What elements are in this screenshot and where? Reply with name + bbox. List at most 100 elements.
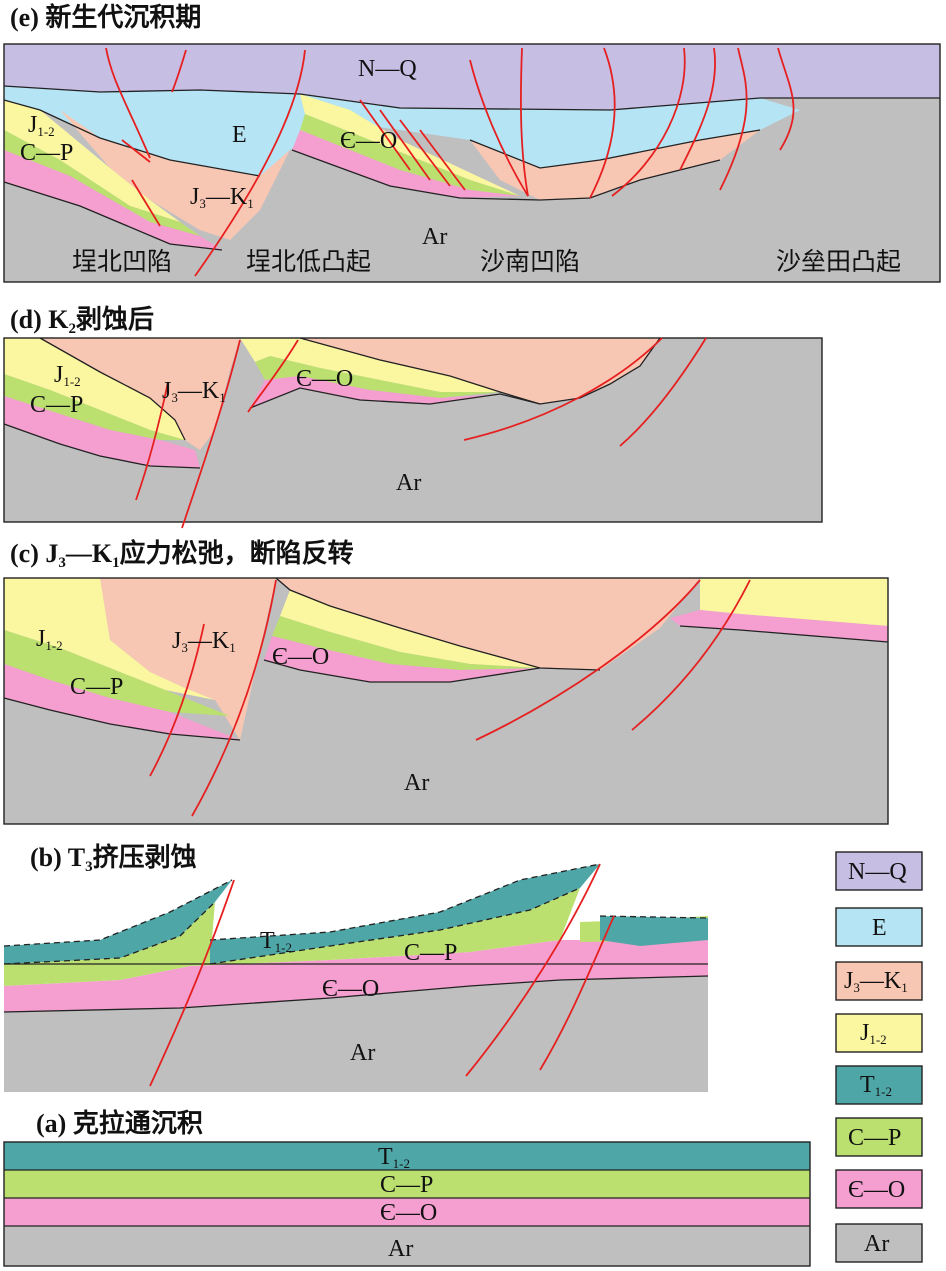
panel-e-eo-layer [4,150,222,250]
panel-b: (b) T3挤压剥蚀 T1-2 C—P Є—O Ar [3,843,709,1092]
panel-a-label-cp: C—P [380,1172,433,1198]
legend-label-nq: N—Q [848,859,907,885]
panel-b-label-eo: Є—O [322,976,379,1002]
legend-label-j12: J1-2 [860,1020,887,1047]
panel-b-label-t12: T1-2 [260,928,292,955]
panel-e-place-2: 埕北低凸起 [246,247,371,276]
panel-d-label-ar: Ar [396,470,421,496]
panel-d-fault-4 [619,337,707,447]
panel-e-jk-layer-east [470,130,760,200]
panel-e-label-ar: Ar [422,224,447,250]
panel-c-label-j12: J1-2 [36,626,63,653]
panel-d-fault-west [181,339,241,529]
panel-d-fault-3 [463,337,663,441]
panel-e-j12-layer [4,100,180,222]
panel-e-fault-5 [611,47,686,197]
panel-a: (a) 克拉通沉积 T1-2 C—P Є—O Ar [3,1108,811,1267]
legend-swatch-cp [835,1117,923,1157]
panel-c-horst-cp [272,616,540,670]
panel-e-e-layer [4,86,800,176]
panel-b-t12-middle [210,864,600,964]
panel-e-fault-4 [589,47,616,199]
panel-e-title: (e) 新生代沉积期 [10,2,201,32]
legend: N—Q E J3—K1 J1-2 T1-2 C—P Є—O Ar [835,851,923,1263]
panel-e-fault-2 [171,49,187,93]
panel-c-label-jk: J3—K1 [172,628,236,655]
panel-c-jk-layer [100,578,276,740]
legend-swatch-nq [835,851,923,891]
panel-c-title: (c) J3—K1应力松弛，断陷反转 [10,538,354,571]
legend-swatch-e [835,907,923,947]
panel-e-fault-rift-east [519,47,529,197]
panel-d-label-cp: C—P [30,392,83,418]
legend-swatch-t12 [835,1065,923,1105]
panel-e-horst-eo [292,130,520,198]
panel-d-fault-1 [135,381,169,501]
panel-d-j12-layer [4,338,185,440]
panel-b-fault-east-1 [465,863,601,1077]
legend-swatch-jk [835,961,923,1001]
panel-b-t12-layer [4,880,232,964]
panel-d-title: (d) K2剥蚀后 [10,305,154,337]
panel-d-jk-layer-east [300,338,660,404]
panel-a-t12-layer [4,1142,810,1170]
panel-c-unconformity-line [3,625,889,741]
panel-e-horst-cp [300,114,520,196]
panel-d-horst-j12 [240,338,500,392]
panel-e-fault-7 [719,47,748,191]
panel-c-east-j12 [700,578,888,626]
panel-e-jk-layer-west [60,110,290,240]
panel-d-label-j12: J1-2 [54,362,81,389]
panel-d-horst-cp [255,356,500,398]
panel-b-fault-east-2 [539,915,615,1071]
panel-e-contact-line [3,99,761,177]
panel-e-label-nq: N—Q [358,56,417,82]
panel-c: (c) J3—K1应力松弛，断陷反转 J1-2 C—P J3—K1 Є—O Ar [3,538,889,825]
panel-b-cp-layer [4,888,580,986]
panel-e-fault-8 [777,47,795,151]
panel-d: (d) K2剥蚀后 J1-2 C—P J3—K1 Є—O Ar [3,305,823,529]
panel-b-basement [4,976,708,1092]
legend-swatch-ar [835,1223,923,1263]
panel-e-label-j12: J1-2 [28,112,55,139]
panel-c-label-cp: C—P [70,674,123,700]
legend-label-ar: Ar [864,1231,889,1257]
panel-d-label-eo: Є—O [296,366,353,392]
panel-c-fault-3 [631,579,751,731]
panel-a-label-eo: Є—O [380,1200,437,1226]
panel-e-place-1: 埕北凹陷 [72,247,172,276]
panel-b-label-ar: Ar [350,1040,375,1066]
panel-e-frame [3,43,941,283]
panel-c-j12-layer [4,578,215,700]
panel-b-title: (b) T3挤压剥蚀 [30,843,197,875]
panel-a-label-ar: Ar [388,1236,413,1262]
legend-label-cp: C—P [848,1125,901,1151]
panel-d-cp-layer [4,374,185,440]
legend-swatch-eo [835,1169,923,1209]
panel-c-fault-1 [149,623,205,777]
panel-d-fault-2 [247,339,299,413]
panel-c-fault-2 [475,579,701,741]
panel-e-place-4: 沙垒田凸起 [776,247,901,276]
panel-c-label-ar: Ar [404,770,429,796]
panel-d-frame [3,337,823,523]
panel-b-base-line [3,975,709,1013]
panel-c-jk-layer-east [276,578,700,670]
panel-a-cp-layer [4,1170,810,1198]
panel-e-place-3: 沙南凹陷 [480,247,580,276]
panel-e-nq-layer [4,44,940,110]
panel-e-cp-layer [4,130,200,236]
panel-e-horst-j12 [300,94,520,196]
legend-label-t12: T1-2 [860,1072,892,1099]
panel-e-fault-1 [105,47,151,159]
panel-a-layer-lines [4,1169,810,1227]
panel-a-eo-layer [4,1198,810,1226]
panel-e-label-jk: J3—K1 [190,184,254,211]
panel-e-fault-rift-west [469,59,529,197]
panel-c-label-eo: Є—O [272,644,329,670]
panel-e-fault-3 [121,139,161,227]
panel-b-internal-boundary [3,887,581,965]
panel-b-fault-west [149,879,235,1087]
panel-b-top-surface [3,863,709,947]
